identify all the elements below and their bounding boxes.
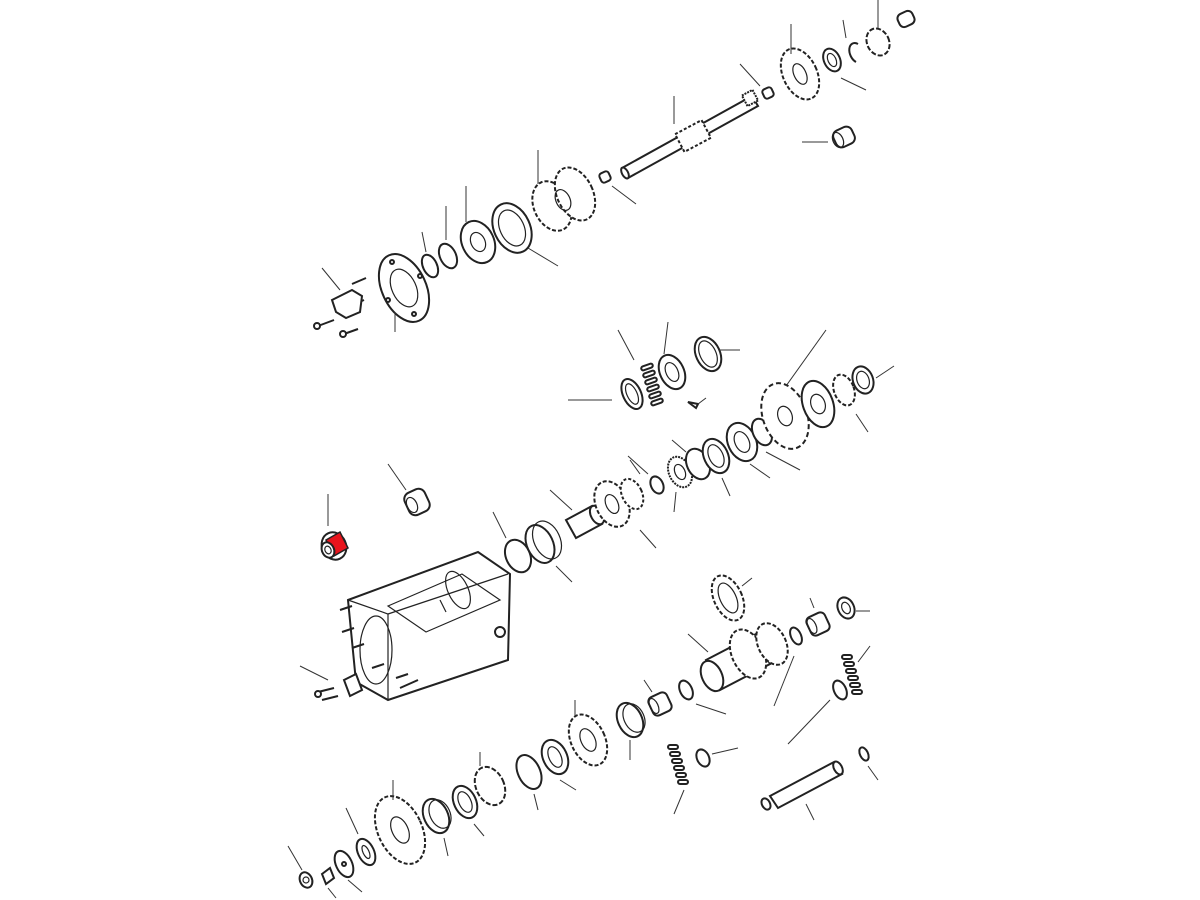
spacer bbox=[657, 353, 687, 391]
case bbox=[346, 550, 512, 702]
needle-bearing bbox=[805, 611, 831, 637]
thrust-washer-upper bbox=[620, 378, 644, 410]
seal bbox=[451, 784, 479, 820]
bearing-plate bbox=[377, 253, 431, 323]
lock-washer bbox=[437, 242, 459, 270]
nut bbox=[420, 253, 440, 279]
bearing-race bbox=[491, 202, 533, 254]
o-ring bbox=[789, 626, 803, 646]
needle-bearing-2 bbox=[647, 691, 673, 717]
lock-plate bbox=[832, 373, 856, 407]
highlighted-bushing bbox=[320, 530, 349, 561]
retaining-ring bbox=[848, 42, 859, 63]
needle-rollers-2 bbox=[667, 744, 689, 785]
spacer bbox=[355, 837, 377, 867]
bearing-race bbox=[615, 701, 646, 739]
bearing bbox=[649, 475, 665, 495]
bearing bbox=[459, 219, 497, 265]
bushing bbox=[403, 487, 431, 517]
cover-bracket bbox=[330, 288, 364, 320]
lower-gear-assembly bbox=[287, 574, 879, 899]
sprocket-hub bbox=[800, 379, 836, 429]
gear bbox=[779, 47, 821, 101]
needle-rollers bbox=[640, 362, 664, 407]
clutch-dog bbox=[865, 27, 891, 57]
shaft bbox=[760, 760, 844, 811]
shift-clutch bbox=[473, 765, 507, 807]
lock-washer bbox=[320, 866, 336, 886]
needle-rollers bbox=[841, 654, 863, 695]
thrust-washer bbox=[832, 679, 848, 701]
washer bbox=[836, 596, 856, 620]
gear-cluster-drum bbox=[699, 622, 789, 693]
key bbox=[687, 401, 700, 410]
bushing-lower bbox=[831, 125, 856, 149]
bushing bbox=[598, 170, 612, 184]
cluster-gear bbox=[593, 477, 645, 528]
countershaft-assembly bbox=[492, 321, 895, 583]
sleeve bbox=[524, 520, 563, 564]
needle-bearing bbox=[761, 86, 775, 100]
retaining-ring-2 bbox=[515, 754, 543, 790]
seal bbox=[693, 335, 723, 373]
nut bbox=[851, 365, 875, 395]
nut bbox=[298, 871, 314, 889]
mounting-screws bbox=[314, 687, 339, 701]
o-ring-small bbox=[858, 746, 870, 762]
bushing-end bbox=[896, 9, 916, 29]
thrust-washer-2 bbox=[540, 738, 570, 776]
bearing-race bbox=[701, 437, 731, 475]
mainshaft bbox=[620, 88, 760, 180]
washer-2 bbox=[695, 748, 711, 768]
drum-gear bbox=[710, 574, 746, 622]
washer bbox=[333, 849, 355, 879]
gearbox-case bbox=[299, 463, 512, 702]
gear-large bbox=[373, 795, 427, 865]
thrust-washer bbox=[822, 47, 842, 73]
bearing bbox=[421, 797, 452, 835]
o-ring-2 bbox=[678, 679, 694, 701]
bracket bbox=[342, 672, 364, 698]
mainshaft-assembly bbox=[313, 0, 916, 338]
gear bbox=[567, 713, 609, 767]
cluster-gear bbox=[531, 166, 597, 232]
case-studs bbox=[339, 605, 419, 689]
